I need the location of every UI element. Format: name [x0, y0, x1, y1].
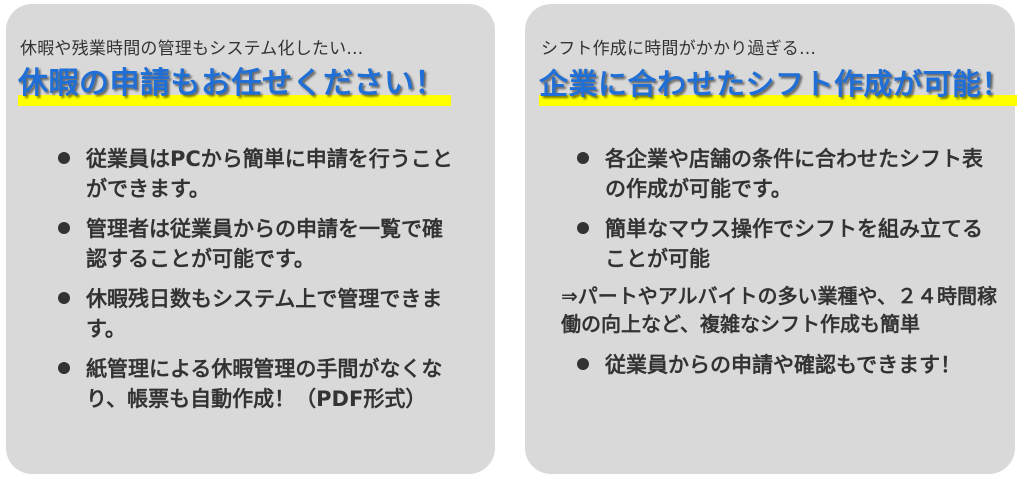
headline-highlight [539, 95, 1018, 106]
bullet-icon [58, 362, 70, 374]
bullet-icon [577, 358, 589, 370]
bullet-text: 簡単なマウス操作でシフトを組み立てることが可能 [605, 217, 983, 271]
bullet-icon [58, 222, 70, 234]
bullet-text: 管理者は従業員からの申請を一覧で確認することが可能です。 [86, 217, 443, 271]
bullet-icon [58, 152, 70, 164]
bullet-icon [58, 292, 70, 304]
shift-panel-subtitle: シフト作成に時間がかかり過ぎる… [541, 39, 817, 59]
leave-panel-subtitle: 休暇や残業時間の管理もシステム化したい… [20, 39, 364, 59]
leave-feature-panel: 休暇や残業時間の管理もシステム化したい… 休暇の申請もお任せください！ 従業員は… [6, 4, 495, 474]
list-item: 従業員からの申請や確認もできます！ [577, 350, 997, 380]
list-item: 休暇残日数もシステム上で管理できます。 [58, 284, 463, 344]
leave-panel-headline: 休暇の申請もお任せください！ [18, 64, 451, 108]
list-item: 従業員はPCから簡単に申請を行うことができます。 [58, 144, 463, 204]
list-item: 各企業や店舗の条件に合わせたシフト表の作成が可能です。 [577, 144, 997, 204]
bullet-text: 従業員からの申請や確認もできます！ [605, 353, 962, 377]
list-item: 簡単なマウス操作でシフトを組み立てることが可能 [577, 214, 997, 274]
bullet-text: 従業員はPCから簡単に申請を行うことができます。 [86, 147, 453, 201]
leave-bullet-list: 従業員はPCから簡単に申請を行うことができます。 管理者は従業員からの申請を一覧… [58, 144, 463, 414]
shift-feature-panel: シフト作成に時間がかかり過ぎる… 企業に合わせたシフト作成が可能！ 各企業や店舗… [525, 4, 1018, 474]
headline-highlight [18, 95, 451, 106]
shift-panel-headline-text: 企業に合わせたシフト作成が可能！ [539, 67, 1012, 101]
shift-bullet-list-extra: 従業員からの申請や確認もできます！ [577, 350, 997, 380]
leave-panel-headline-text: 休暇の申請もお任せください！ [18, 66, 445, 101]
list-item: 紙管理による休暇管理の手間がなくなり、帳票も自動作成！（PDF形式） [58, 354, 463, 414]
bullet-text: 紙管理による休暇管理の手間がなくなり、帳票も自動作成！（PDF形式） [86, 357, 443, 411]
bullet-icon [577, 222, 589, 234]
list-item: 管理者は従業員からの申請を一覧で確認することが可能です。 [58, 214, 463, 274]
leave-panel-body: 従業員はPCから簡単に申請を行うことができます。 管理者は従業員からの申請を一覧… [58, 144, 463, 424]
bullet-text: 各企業や店舗の条件に合わせたシフト表の作成が可能です。 [605, 147, 983, 201]
shift-bullet-list: 各企業や店舗の条件に合わせたシフト表の作成が可能です。 簡単なマウス操作でシフト… [577, 144, 997, 274]
shift-panel-headline: 企業に合わせたシフト作成が可能！ [539, 64, 1018, 108]
bullet-text: 休暇残日数もシステム上で管理できます。 [86, 287, 443, 341]
shift-note: ⇒パートやアルバイトの多い業種や、２４時間稼働の向上など、複雑なシフト作成も簡単 [561, 284, 997, 336]
shift-panel-body: 各企業や店舗の条件に合わせたシフト表の作成が可能です。 簡単なマウス操作でシフト… [561, 144, 997, 390]
bullet-icon [577, 152, 589, 164]
